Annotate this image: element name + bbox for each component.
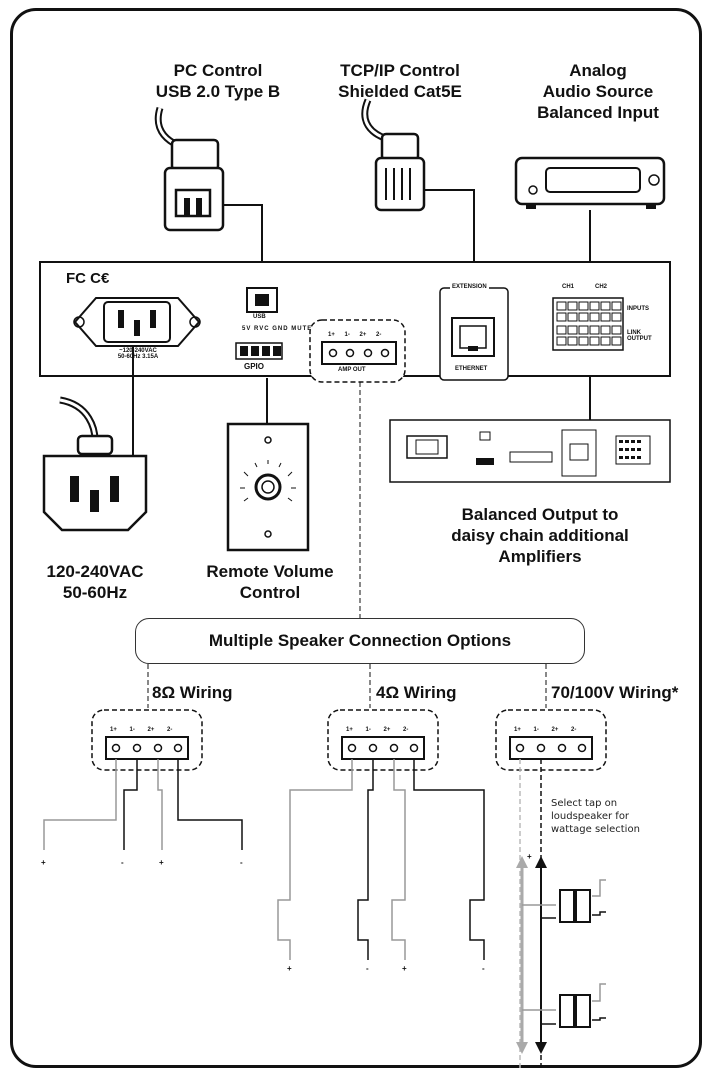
- terminal-block-70-100v: [495, 709, 607, 771]
- gpio-pin-labels: 5V RVC GND MUTE: [242, 326, 313, 332]
- polarity-minus: -: [240, 858, 243, 867]
- pins-70-100v: 1+ 1- 2+ 2-: [514, 727, 577, 733]
- polarity-plus: +: [41, 858, 46, 867]
- usb-plug-icon: [163, 138, 225, 232]
- wiring-4ohm-label: 4Ω Wiring: [376, 683, 457, 702]
- terminal-block-8ohm: [91, 709, 203, 771]
- polarity-minus: -: [482, 964, 485, 973]
- transformer-icon-1: [522, 879, 606, 923]
- inputs-terminal-block: [552, 297, 624, 351]
- amp-pin-labels: 1+ 1- 2+ 2-: [328, 332, 382, 338]
- ethernet-label: ETHERNET: [455, 366, 488, 372]
- audio-source-device-icon: [514, 156, 666, 209]
- wires-4ohm: [277, 759, 485, 960]
- polarity-minus: -: [366, 964, 369, 973]
- wiring-70-100v-label: 70/100V Wiring*: [551, 683, 679, 702]
- extension-label: EXTENSION: [450, 284, 489, 290]
- wires-70-100v: [516, 759, 547, 1068]
- iec-power-plug-icon: [42, 434, 148, 532]
- speaker-options-box: Multiple Speaker Connection Options: [135, 618, 585, 664]
- amp-out-label: AMP OUT: [338, 367, 366, 373]
- polarity-plus: +: [402, 964, 407, 973]
- diagram-frame: [10, 8, 702, 1068]
- polarity-plus: +: [159, 858, 164, 867]
- terminal-block-4ohm: [327, 709, 439, 771]
- inputs-label: INPUTS: [627, 306, 650, 312]
- amp-out-terminal: [321, 341, 397, 365]
- polarity-minus: -: [121, 858, 124, 867]
- rj45-plug-icon: [374, 132, 426, 212]
- daisy-chain-amplifier-icon: [389, 419, 671, 483]
- usb-port-label: USB: [253, 314, 266, 320]
- remote-volume-control-icon: [226, 422, 310, 552]
- iec-power-inlet-icon: [73, 297, 201, 347]
- polarity-plus: +: [287, 964, 292, 973]
- ch1-label: CH1: [562, 284, 575, 290]
- certification-marks: FC C€: [66, 270, 110, 287]
- polarity-plus: +: [527, 852, 532, 861]
- pins-8ohm: 1+ 1- 2+ 2-: [110, 727, 173, 733]
- ch2-label: CH2: [595, 284, 608, 290]
- transformer-icon-2: [522, 983, 606, 1028]
- tcp-control-label: TCP/IP Control Shielded Cat5E: [338, 61, 462, 101]
- gpio-label: GPIO: [244, 362, 265, 371]
- pins-4ohm: 1+ 1- 2+ 2-: [346, 727, 409, 733]
- wires-8ohm: [43, 759, 243, 850]
- wiring-8ohm-label: 8Ω Wiring: [152, 683, 233, 702]
